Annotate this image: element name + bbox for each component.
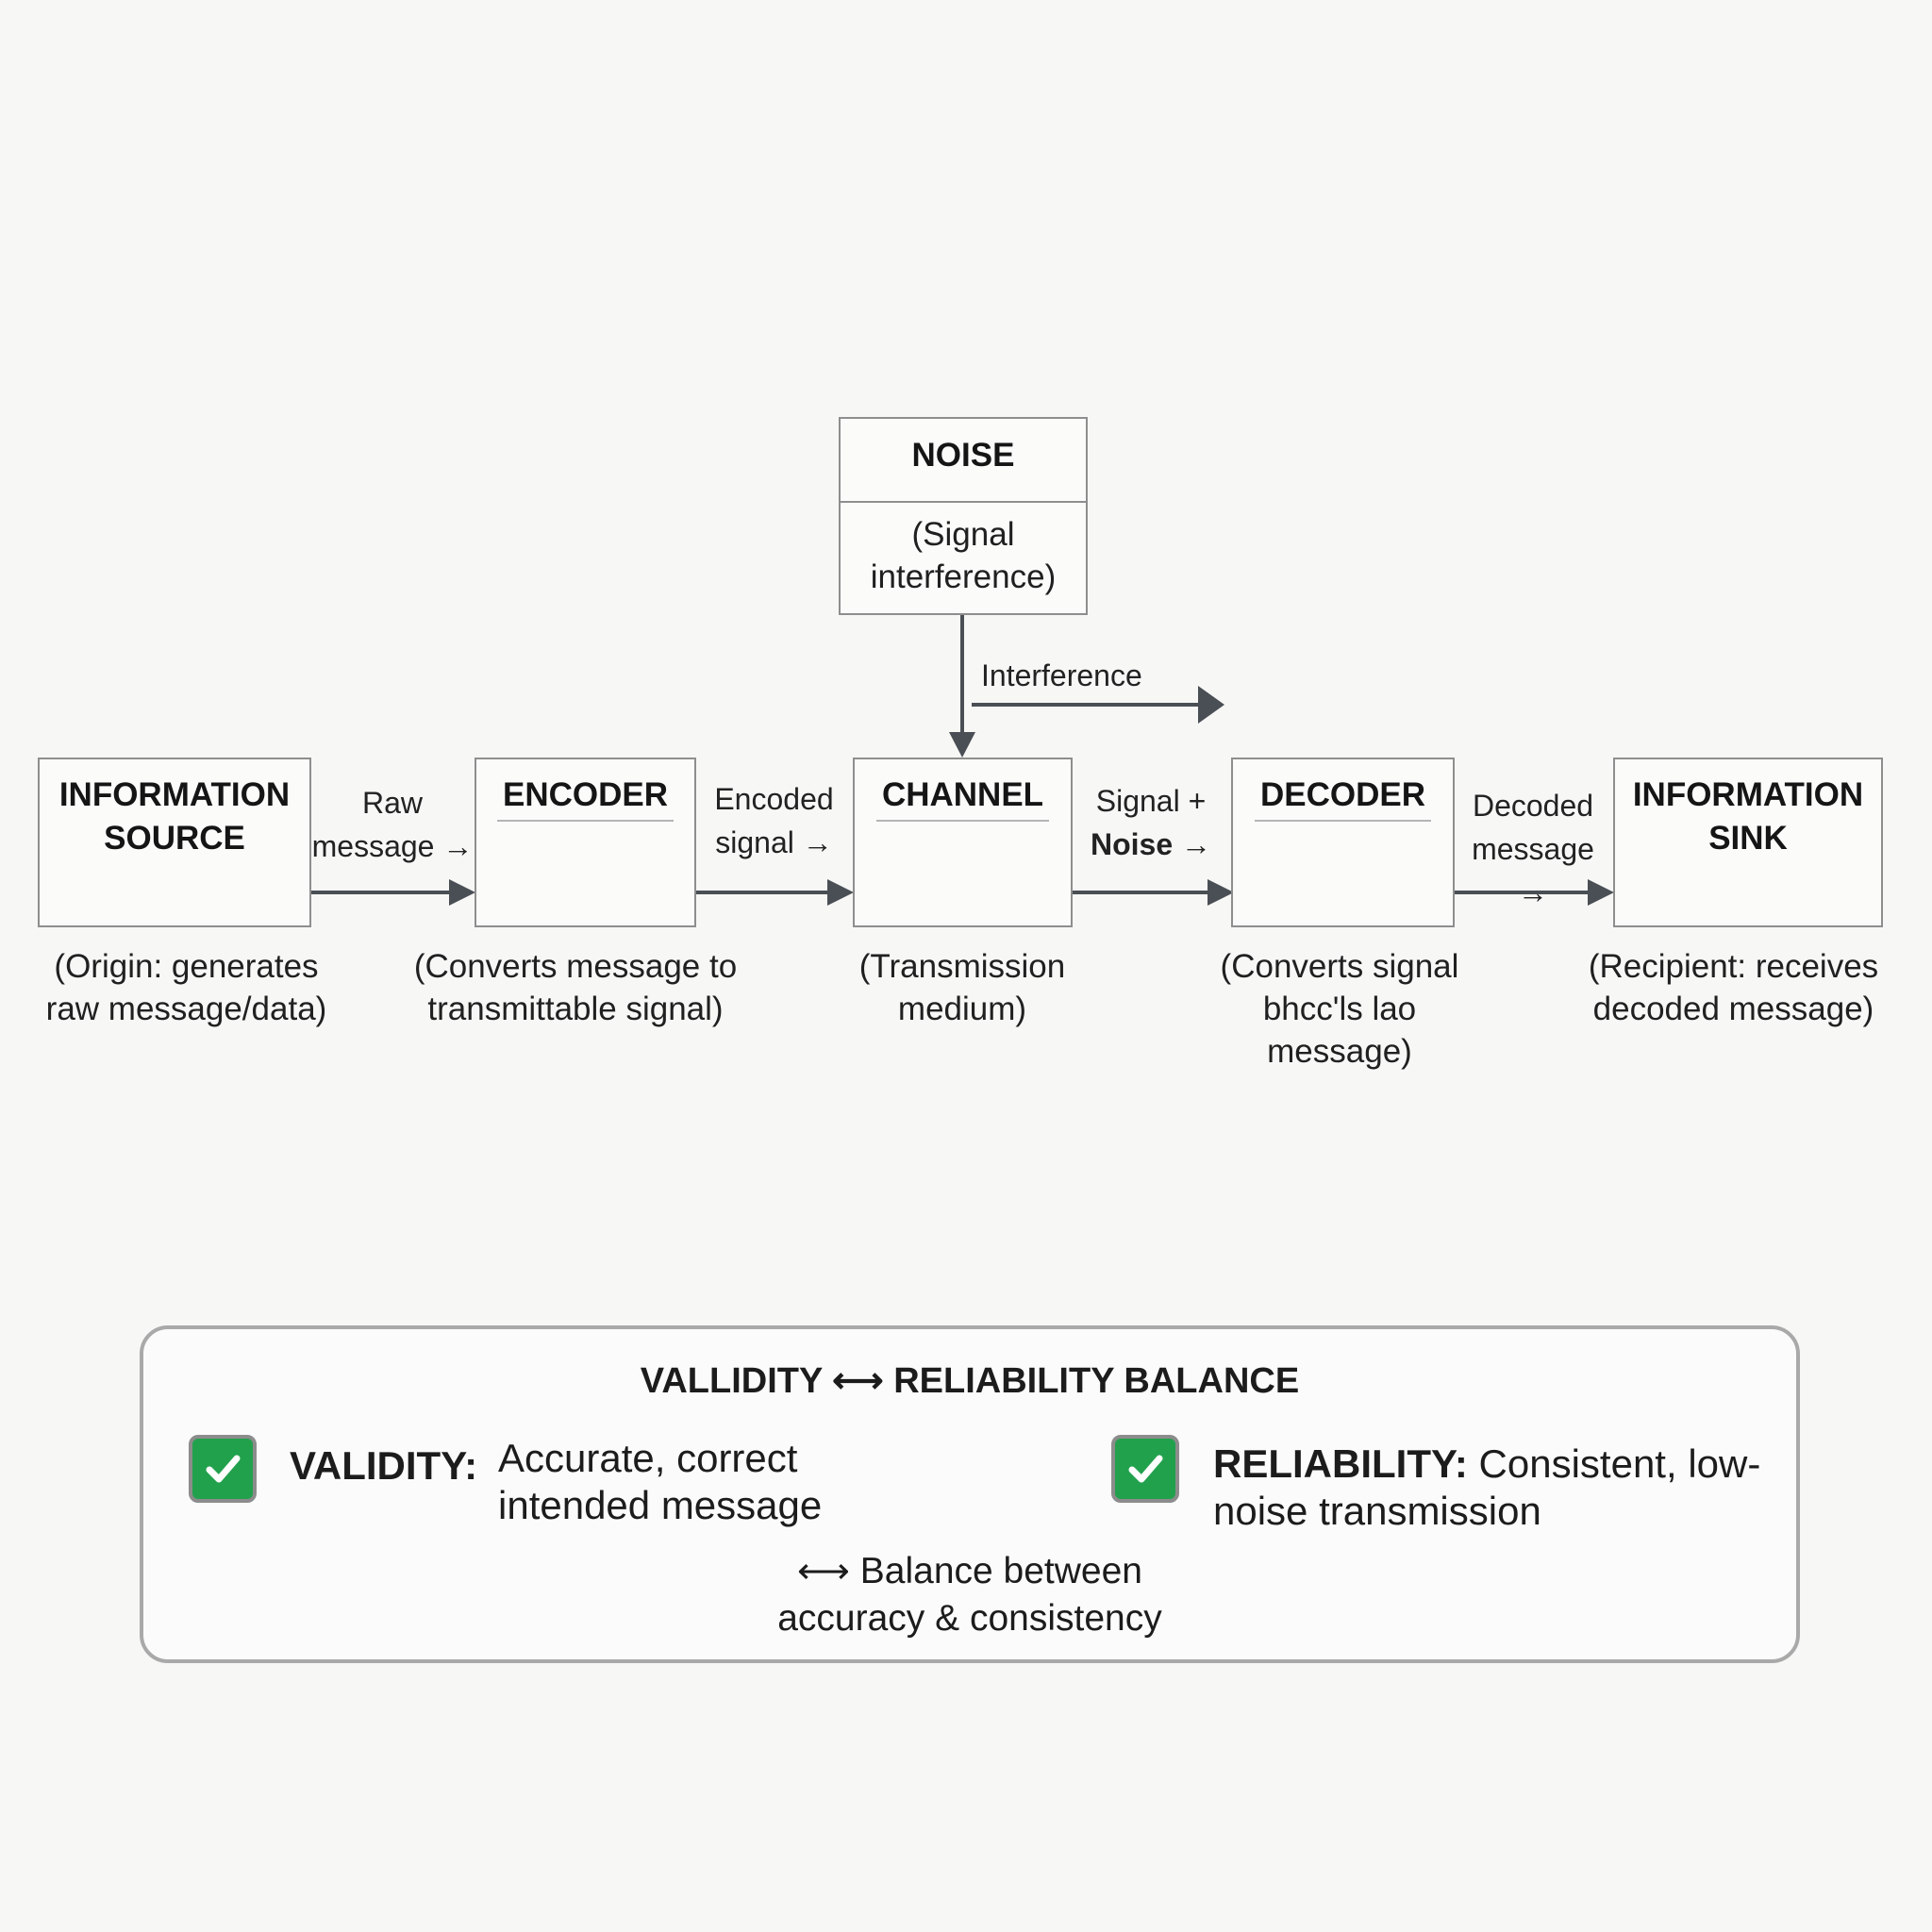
- balance-footer-line1: ⟷ Balance between: [797, 1551, 1142, 1591]
- edge-label-raw-message: Raw message →: [311, 781, 474, 868]
- edge-label-3-line2: Noise →: [1090, 827, 1212, 861]
- edge-arrowhead-2: [827, 879, 854, 906]
- edge-label-4-line1: Decoded: [1472, 789, 1594, 823]
- information-source-caption: (Origin: generates raw message/data): [45, 948, 327, 1027]
- reliability-check-icon: [1111, 1435, 1179, 1503]
- edge-arrowhead-4: [1588, 879, 1614, 906]
- decoder-title-text: DECODER: [1254, 774, 1432, 822]
- balance-footer: ⟷ Balance between accuracy & consistency: [143, 1548, 1796, 1642]
- balance-footer-line2: accuracy & consistency: [777, 1598, 1162, 1639]
- edge-label-encoded-signal: Encoded signal →: [696, 777, 852, 864]
- channel-title: CHANNEL: [855, 774, 1071, 822]
- information-source-box: INFORMATION SOURCE: [38, 758, 311, 927]
- edge-label-signal-noise: Signal + Noise →: [1073, 779, 1229, 866]
- information-sink-title: INFORMATION SINK: [1632, 776, 1864, 857]
- reliability-line1: Consistent, low-: [1478, 1441, 1761, 1486]
- noise-divider: [841, 501, 1086, 503]
- interference-arrowhead: [1198, 686, 1224, 724]
- encoder-caption: (Converts message to transmittable signa…: [413, 948, 738, 1027]
- noise-title: NOISE: [911, 437, 1015, 474]
- channel-caption: (Transmission medium): [858, 948, 1066, 1027]
- validity-line1: Accurate, correct: [498, 1436, 798, 1480]
- validity-check-icon: [189, 1435, 257, 1503]
- channel-title-text: CHANNEL: [875, 774, 1050, 822]
- noise-arrowhead: [949, 732, 975, 758]
- validity-label: VALIDITY:: [290, 1443, 478, 1488]
- edge-label-decoded-message: Decoded message →: [1455, 784, 1611, 914]
- interference-label: Interference: [981, 658, 1142, 692]
- edge-label-2-line2: signal →: [715, 825, 833, 859]
- reliability-line1-row: RELIABILITY: Consistent, low-: [1213, 1441, 1779, 1488]
- reliability-line2: noise transmission: [1213, 1489, 1541, 1533]
- decoder-title: DECODER: [1233, 774, 1453, 822]
- edge-arrowhead-3: [1208, 879, 1234, 906]
- edge-arrowhead-1: [449, 879, 475, 906]
- edge-label-2-line1: Encoded: [714, 782, 834, 816]
- reliability-label: RELIABILITY:: [1213, 1441, 1468, 1486]
- information-source-title: INFORMATION SOURCE: [58, 776, 291, 857]
- decoder-box: DECODER: [1231, 758, 1455, 927]
- encoder-title-text: ENCODER: [496, 774, 675, 822]
- edge-label-1-line2: message →: [311, 829, 474, 863]
- information-sink-caption: (Recipient: receives decoded message): [1588, 948, 1879, 1027]
- channel-box: CHANNEL: [853, 758, 1073, 927]
- edge-label-1-line1: Raw: [361, 786, 423, 820]
- encoder-title: ENCODER: [476, 774, 694, 822]
- validity-text: Accurate, correct intended message: [498, 1435, 822, 1529]
- validity-line2: intended message: [498, 1483, 823, 1527]
- decoder-caption: (Converts signal bhcc'ls lao message): [1220, 948, 1459, 1070]
- reliability-text: RELIABILITY: Consistent, low- noise tran…: [1213, 1441, 1779, 1535]
- information-sink-box: INFORMATION SINK: [1613, 758, 1883, 927]
- noise-description: (Signal interference): [870, 516, 1057, 595]
- edge-label-3-line1: Signal +: [1095, 784, 1207, 818]
- noise-box: NOISE (Signal interference): [839, 417, 1088, 615]
- balance-title: VALLIDITY ⟷ RELIABILITY BALANCE: [640, 1361, 1300, 1401]
- edge-label-4-line2: message →: [1472, 832, 1594, 909]
- encoder-box: ENCODER: [475, 758, 696, 927]
- balance-panel: VALLIDITY ⟷ RELIABILITY BALANCE VALIDITY…: [140, 1325, 1800, 1663]
